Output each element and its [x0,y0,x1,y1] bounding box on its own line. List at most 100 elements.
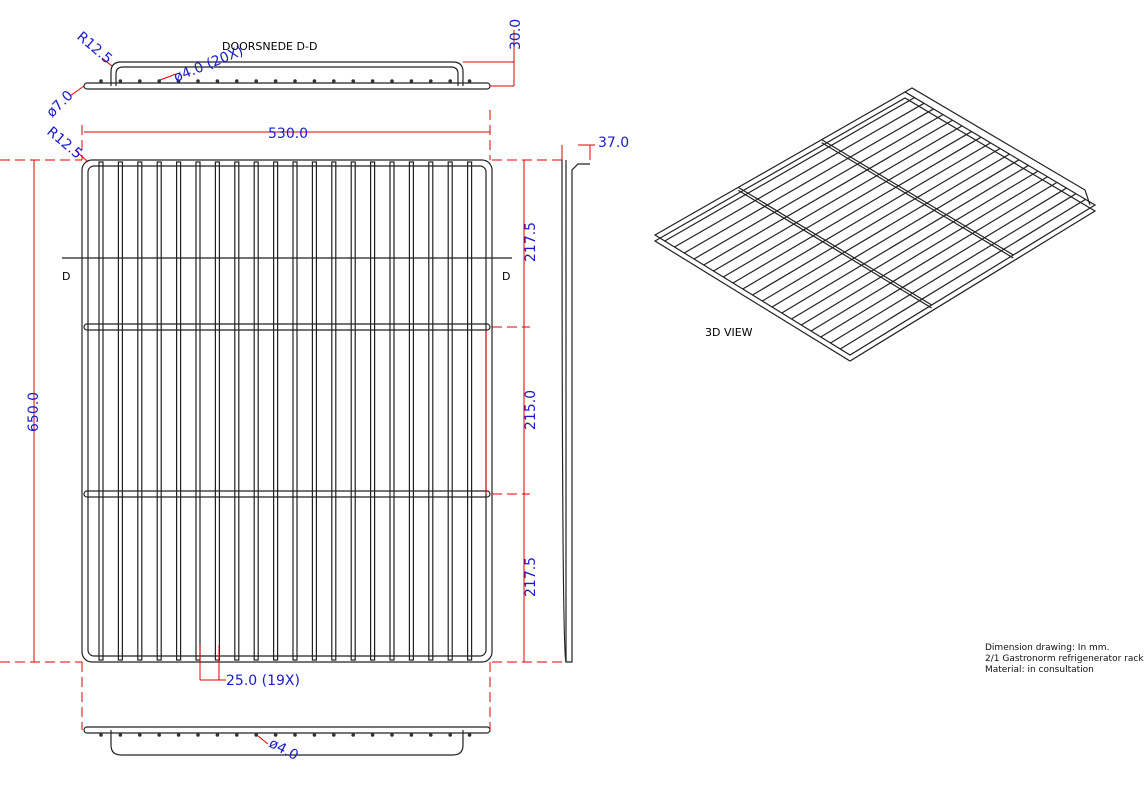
section-wire-dot [429,79,433,83]
section-wire-dot [370,733,375,737]
dim-segment-3: 217.5 [523,557,539,597]
rack-3d-wire [683,108,934,254]
rack-wire [467,161,473,661]
rack-wire [370,161,376,661]
rack-wire [176,161,182,661]
rack-3d-cross-bar [821,139,1014,256]
section-wire-dot [390,79,394,83]
dim-side-depth: 37.0 [598,135,629,151]
rack-3d-wire [664,97,915,242]
rack-3d-cross-bar [738,189,932,309]
rack-3d-wire [781,164,1029,314]
rack-frame-outer [81,159,493,663]
section-wire-dot [254,79,258,83]
rack-3d-wire [722,131,972,278]
rack-3d-wire [810,181,1058,332]
section-wire-dot [293,79,297,83]
rack-3d-wire [693,114,944,260]
rack-3d-wire [830,193,1077,344]
section-wire-dot [157,733,161,737]
section-frame-rod-bottom [83,726,491,734]
section-wire-dot [351,79,356,83]
rack-3d-wire [791,170,1039,320]
rack-3d-wire [820,187,1067,338]
drawing-geometry [0,30,1097,756]
note-line: 2/1 Gastronorm refrigenerator rack [985,654,1144,664]
section-handle-top-inner [115,66,459,86]
section-wire-dot [118,733,123,737]
rack-wire [350,161,356,661]
section-wire-dot [332,733,336,737]
dim-wire-diameter-top: ø4.0 (20X) [172,43,246,85]
rack-cross-bar [83,490,491,498]
rack-wire [234,161,240,661]
section-wire-dot [176,79,181,83]
dim-radius-top: R12.5 [73,29,115,68]
rack-wire [331,161,337,661]
section-wire-dot [118,79,123,83]
drawing-notes: Dimension drawing: In mm. 2/1 Gastronorm… [985,643,1144,676]
section-wire-dot [176,733,181,737]
section-handle-top [110,61,464,86]
rack-wire [214,161,220,661]
dim-frame-diameter: ø7.0 [44,88,77,121]
section-wire-dot [448,733,453,737]
section-wire-dot [409,79,414,83]
section-wire-dot [273,79,278,83]
rack-wire [292,161,298,661]
rack-3d-wire [771,159,1020,308]
section-wire-dot [409,733,414,737]
rack-3d-wire [742,142,991,290]
section-wire-dot [467,733,472,737]
dim-length: 650.0 [26,392,42,432]
side-view-profile [565,160,590,663]
section-wire-dot [99,733,103,737]
section-wire-dot [138,79,142,83]
dim-segment-2: 215.0 [523,390,539,430]
dim-corner-radius: R12.5 [43,124,85,163]
rack-wire [98,161,104,661]
rack-3d-wire [800,176,1048,326]
section-wire-dot [429,733,433,737]
rack-cross-bar [83,323,491,331]
rack-3d-frame-lower [653,97,1097,362]
rack-3d-wire [752,147,1001,296]
dim-pitch: 25.0 (19X) [226,673,300,689]
note-line: Dimension drawing: In mm. [985,643,1110,653]
section-wire-dot [196,79,200,83]
section-wire-dot [293,733,297,737]
rack-3d-wire [713,125,963,272]
view-3d-label: 3D VIEW [705,326,753,339]
rack-3d-wire [732,136,982,284]
section-handle-bottom [110,730,464,756]
section-wire-dot [390,733,394,737]
rack-3d-wire [839,198,1086,350]
section-wire-dot [467,79,472,83]
rack-3d-handle [904,87,1091,206]
rack-wire [253,161,259,661]
section-wire-dot [332,79,336,83]
section-wire-dot [254,733,258,737]
rack-wire [273,161,279,661]
section-wire-dot [235,79,239,83]
rack-wire [117,161,124,661]
leader [257,735,269,745]
rack-wire [156,161,162,661]
leader [101,57,113,67]
section-marker-right: D [502,270,510,283]
rack-wire [447,161,453,661]
section-wire-dot [215,79,220,83]
rack-3d-wire [703,119,953,266]
section-wire-dot [448,79,453,83]
leader [69,85,85,97]
section-wire-dot [312,733,317,737]
rack-3d-cross-bar [738,186,932,306]
section-title: DOORSNEDE D-D [222,40,317,53]
note-line: Material: in consultation [985,665,1094,675]
section-wire-dot [312,79,317,83]
rack-3d-wire [761,153,1010,302]
rack-wire [137,161,143,661]
rack-wire [389,161,395,661]
section-wire-dot [138,733,142,737]
